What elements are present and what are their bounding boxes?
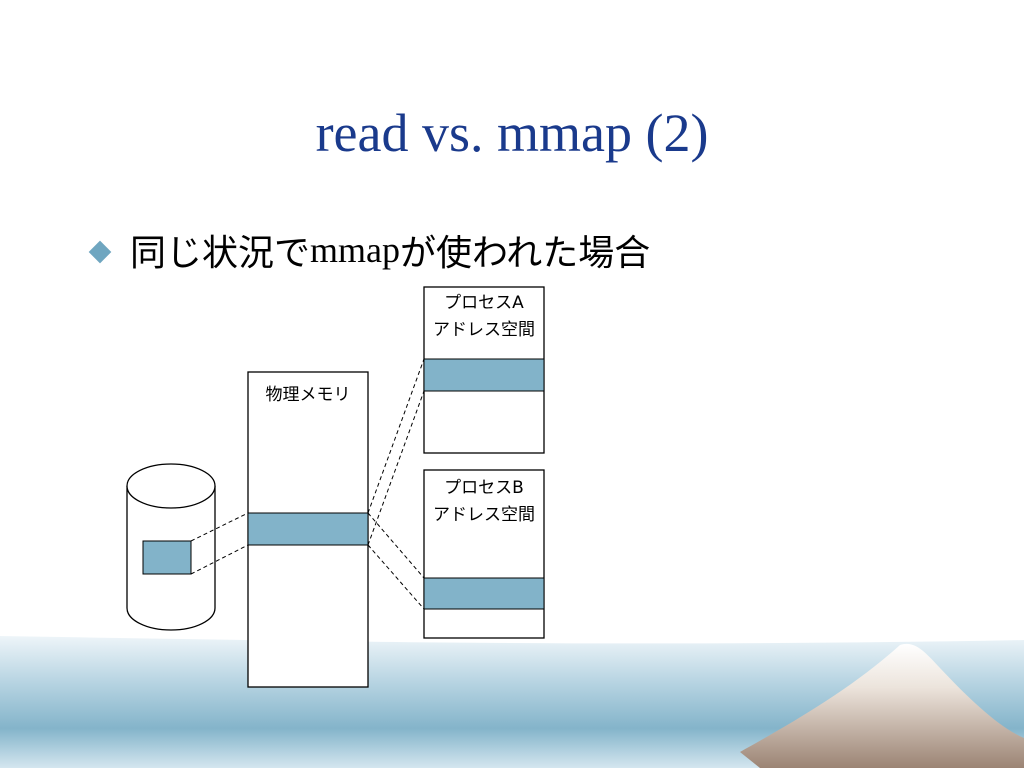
process-b-mapped-region	[423, 577, 545, 610]
disk-data-block	[142, 540, 192, 575]
process-a-label-line1: プロセスA	[444, 293, 524, 313]
mapping-connectors	[190, 358, 425, 610]
process-a-label-line2: アドレス空間	[433, 320, 535, 340]
mountain-shape	[740, 643, 1024, 768]
bullet-text-keyword: mmap	[310, 230, 400, 270]
physical-memory-page	[247, 512, 369, 546]
process-b-label-line2: アドレス空間	[433, 505, 535, 525]
physical-memory-label: 物理メモリ	[266, 385, 351, 405]
process-a-mapped-region	[423, 358, 545, 392]
process-b-box	[423, 469, 545, 639]
bullet-text-prefix: 同じ状況で	[130, 233, 311, 274]
slide-title: read vs. mmap (2)	[315, 103, 709, 163]
bullet-item: 同じ状況で mmap が使われた場合	[88, 224, 651, 276]
process-b-label-line1: プロセスB	[444, 478, 524, 498]
bullet-text-suffix: が使われた場合	[400, 233, 651, 274]
